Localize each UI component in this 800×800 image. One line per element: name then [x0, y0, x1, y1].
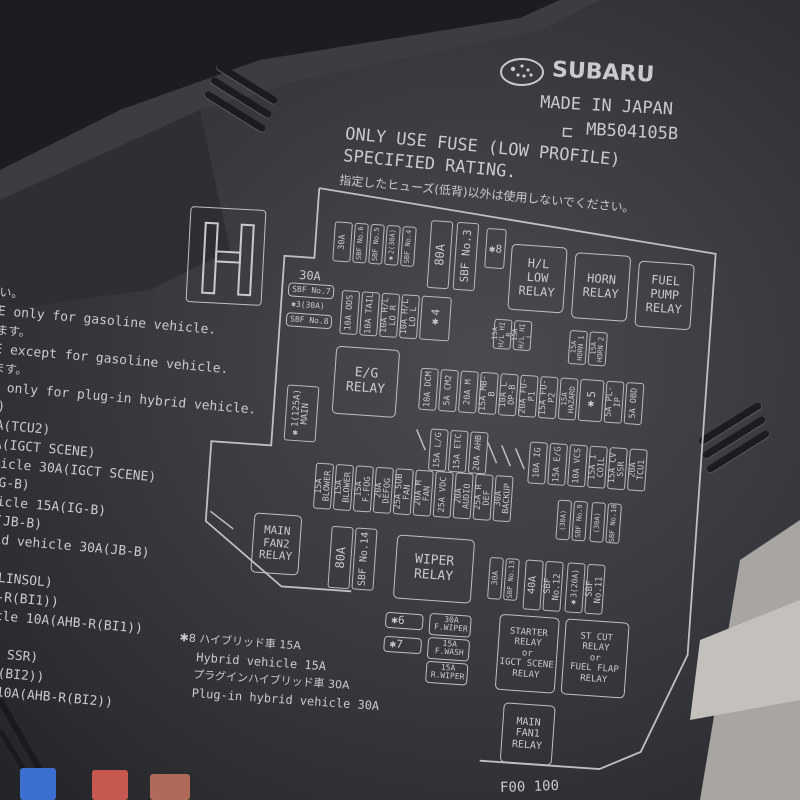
fuse-star6: ✱6 [390, 613, 406, 628]
fuse-stub-pink [150, 774, 190, 800]
fuse-vdc: 25A VDC [432, 470, 454, 519]
fuse-defog: 20A DEFOG [372, 466, 394, 514]
fuse-stub-red [92, 770, 128, 800]
fuse-sbf6: SBF No.6 [352, 222, 369, 264]
fuse-fu-p1: 20A FU-P1 [518, 374, 539, 418]
fuse-m: 20A M [457, 370, 479, 414]
fuse-sbf4: SBF No.4 [400, 226, 417, 267]
fuse-80a: 80A [327, 525, 354, 590]
fuse-sub-fan: 25A SUB FAN [393, 468, 414, 516]
fuse-horn2: 15A HORN 2 [587, 331, 608, 367]
fuse-cm2: 5A CM2 [438, 369, 459, 413]
fuse-f-wiper: 30A F.WIPER [433, 614, 469, 634]
fuse-horn1: 15A HORN 1 [567, 329, 588, 366]
fuse-eg: 15A E/G [547, 442, 569, 486]
fuse-30a-mid: 30A [487, 556, 504, 600]
fuse-ig: 10A IG [527, 441, 549, 485]
fuse-hl-lo-r: 10A H/L LO R [379, 292, 401, 338]
main-fan2-relay: MAIN FAN2 RELAY [250, 512, 303, 576]
fuse-s3-20a: ✱3(20A) [564, 562, 586, 614]
fuse-blower-b: 15A BLOWER [332, 463, 355, 512]
starter-relay: STARTER RELAY or IGCT SCENE RELAY [494, 613, 560, 694]
fuse-30a-left: 30A [298, 267, 322, 284]
fuse-sbf9: SBF No.9 [571, 500, 589, 542]
fuel-pump-relay: FUEL PUMP RELAY [634, 260, 695, 331]
fuse-sbf14: SBF No.14 [351, 527, 378, 591]
fuse-sbf10: SBF No.10 [605, 503, 622, 544]
fuse-f-fog: 15A F.FOG [352, 465, 374, 513]
h-symbol-icon [201, 221, 255, 297]
fuse-sbf10-30a: (30A) [589, 501, 607, 543]
fuse-sbf3: SBF No.3 [452, 221, 480, 292]
subaru-logo-icon [500, 58, 544, 86]
st-cut-relay: ST CUT RELAY or FUEL FLAP RELAY [560, 618, 630, 699]
fuse-pl-ip: 5A PL-IP [604, 380, 625, 424]
fuse-etc: 15A ETC [447, 429, 469, 474]
fuse-sbf9-30a: (30A) [555, 499, 573, 541]
fuse-sbf12: SBF No.12 [542, 560, 564, 612]
fuse-vcs: 10A VCS [567, 444, 588, 488]
fuse-star5: ✱5 [577, 378, 605, 423]
fuse-star7: ✱7 [389, 637, 404, 652]
bottom-label: F00 100 [499, 777, 560, 797]
fuse-lg: 15A L/G [427, 428, 449, 472]
fuse-obd: 5A OBD [623, 382, 645, 426]
fuse-blower-a: 15A BLOWER [312, 462, 335, 510]
fuse-f-wash: 15A F.WASH [434, 638, 464, 658]
eg-relay: E/G RELAY [331, 345, 401, 418]
fuse-ahb: 20A AHB [467, 431, 489, 475]
fuse-i-coil: 15A I COIL [587, 445, 608, 489]
fuse-m-fan: 20A M FAN [412, 469, 434, 517]
fuse-mb-b: 15A MB-B [478, 371, 499, 415]
fuse-hl-hi-r: 15A H/L HI R [491, 318, 513, 350]
fuse-sbf13: SBF No.13 [502, 558, 520, 601]
horn-relay: HORN RELAY [570, 252, 632, 322]
main-fan1-relay: MAIN FAN1 RELAY [499, 702, 556, 766]
fuse-fu-p2: 15A FU-P2 [537, 376, 559, 420]
fuse-stub-blue [20, 768, 56, 800]
fuse-sbf11: SBF No.11 [584, 563, 606, 615]
fuse-s2-30a: ✱2(30A) [384, 224, 401, 266]
fuse-star8: ✱8 [484, 227, 507, 270]
fuse-tail: 10A TAIL [359, 291, 381, 337]
fuse-r-def: 25A R DEF [472, 473, 494, 521]
hl-low-relay: H/L LOW RELAY [507, 243, 568, 314]
fuse-l-op-b: 10A L OP-B [497, 373, 519, 417]
fuse-40a: 40A [522, 559, 544, 611]
fuse-hl-hi-l: 15A H/L HI L [511, 320, 533, 352]
fuse-main: ✱1(125A) MAIN [283, 384, 320, 443]
fuse-80a-top: 80A [426, 219, 454, 290]
fuse-backup: 30A BACKUP [492, 475, 514, 523]
fuse-hl-lo-l: 10A H/L LO L [399, 294, 421, 340]
fuse-hazard: 15A HAZARD [557, 377, 579, 421]
fuse-30a: 30A [332, 221, 353, 263]
fuse-dcm: 10A DCM [418, 367, 439, 411]
fuse-star4: ✱4 [418, 295, 452, 342]
fuse-ods: 10A ODS [339, 289, 361, 336]
fuse-r-wiper: 15A R.WIPER [430, 662, 465, 682]
fuse-sbf5: SBF No.5 [368, 223, 385, 265]
fuse-tcu1: 20A TCU1 [626, 448, 648, 492]
wiper-relay: WIPER RELAY [392, 534, 476, 604]
fuse-audio: 20A AUDIO [452, 472, 474, 520]
footnote: ✱8 ハイブリッド車 15A Hybrid vehicle 15A プラグインハ… [175, 631, 379, 717]
fuse-cv-ssr: 15A CV SSR [607, 447, 628, 491]
